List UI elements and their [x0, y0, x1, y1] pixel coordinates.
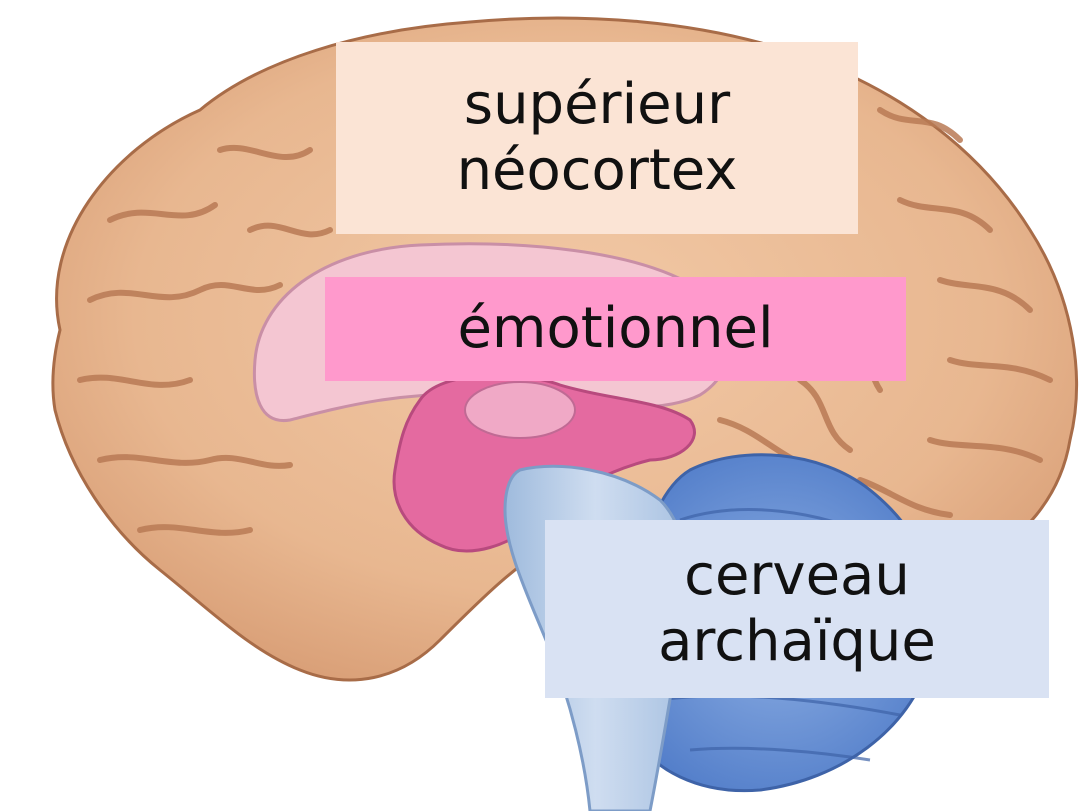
limbic-label: émotionnel [325, 277, 906, 381]
thalamus [465, 382, 575, 438]
reptilian-label: cerveau archaïque [545, 520, 1049, 698]
neocortex-label-line1: supérieur [464, 72, 730, 138]
neocortex-label-line2: néocortex [457, 138, 738, 204]
neocortex-label: supérieur néocortex [336, 42, 858, 234]
reptilian-label-line1: cerveau [684, 543, 910, 609]
limbic-label-text: émotionnel [457, 296, 773, 362]
reptilian-label-line2: archaïque [658, 609, 936, 675]
